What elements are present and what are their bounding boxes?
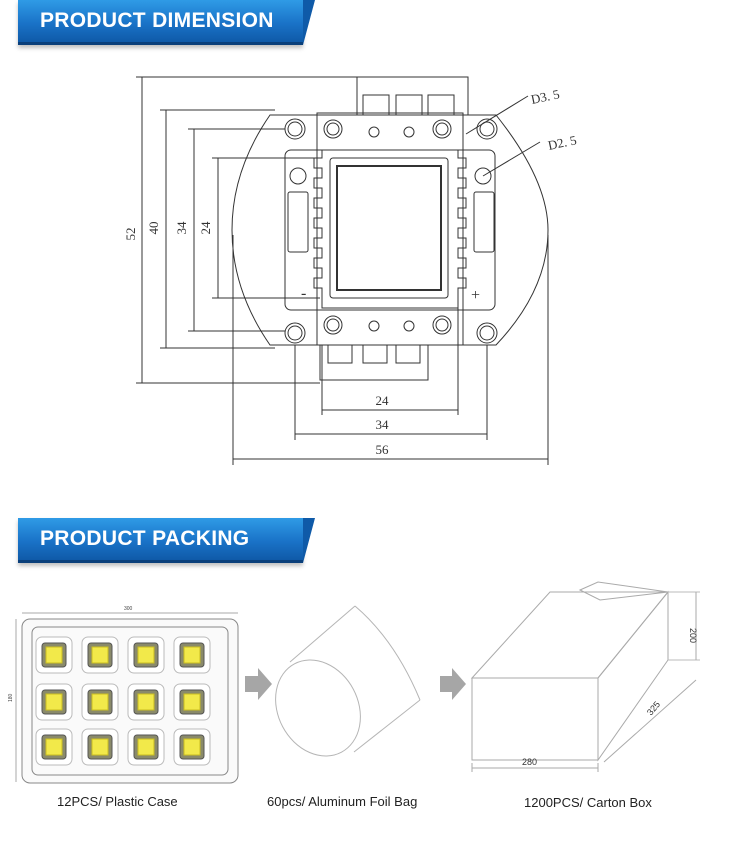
vertical-dim-40: 40 bbox=[146, 222, 161, 235]
horizontal-dim-24: 24 bbox=[376, 393, 390, 408]
led-cell bbox=[127, 728, 165, 766]
small-hole-label: D2. 5 bbox=[547, 132, 578, 153]
positive-label: + bbox=[471, 287, 480, 304]
plastic-case-caption: 12PCS/ Plastic Case bbox=[57, 794, 178, 809]
led-cell bbox=[81, 728, 119, 766]
carton-box bbox=[470, 581, 700, 772]
side-slots bbox=[287, 191, 495, 253]
dimension-banner: PRODUCT DIMENSION bbox=[18, 0, 315, 45]
horizontal-dimensions bbox=[232, 235, 549, 465]
box-height-label: 200 bbox=[688, 628, 698, 643]
foil-bag-caption: 60pcs/ Aluminum Foil Bag bbox=[267, 794, 418, 809]
led-cell bbox=[127, 683, 165, 721]
led-chip bbox=[313, 149, 467, 309]
led-cell bbox=[35, 636, 73, 674]
plastic-case bbox=[15, 612, 239, 784]
dimension-title: PRODUCT DIMENSION bbox=[40, 9, 274, 32]
case-width-label: 300 bbox=[124, 606, 133, 612]
led-cell bbox=[35, 728, 73, 766]
arrow-icon bbox=[245, 668, 466, 700]
box-depth-label: 325 bbox=[645, 699, 662, 717]
led-cell bbox=[173, 728, 211, 766]
packing-banner: PRODUCT PACKING bbox=[18, 518, 315, 563]
large-hole-label: D3. 5 bbox=[530, 86, 561, 107]
led-cell bbox=[173, 683, 211, 721]
negative-label: - bbox=[301, 285, 306, 302]
led-cell bbox=[81, 683, 119, 721]
led-cell bbox=[173, 636, 211, 674]
led-cell bbox=[81, 636, 119, 674]
horizontal-dim-34: 34 bbox=[376, 417, 390, 432]
case-height-label: 180 bbox=[8, 693, 14, 702]
led-cell bbox=[127, 636, 165, 674]
led-grid bbox=[35, 636, 211, 766]
led-cell bbox=[35, 683, 73, 721]
vertical-dimensions bbox=[136, 76, 357, 384]
led-outline bbox=[231, 112, 549, 346]
foil-bag bbox=[275, 605, 421, 757]
packing-title: PRODUCT PACKING bbox=[40, 527, 250, 550]
carton-box-caption: 1200PCS/ Carton Box bbox=[524, 795, 652, 810]
horizontal-dim-56: 56 bbox=[376, 442, 390, 457]
box-width-label: 280 bbox=[522, 757, 537, 767]
top-tabs bbox=[319, 76, 469, 381]
vertical-dim-24: 24 bbox=[198, 221, 213, 235]
vertical-dim-34: 34 bbox=[174, 221, 189, 235]
vertical-dim-52: 52 bbox=[123, 228, 138, 241]
